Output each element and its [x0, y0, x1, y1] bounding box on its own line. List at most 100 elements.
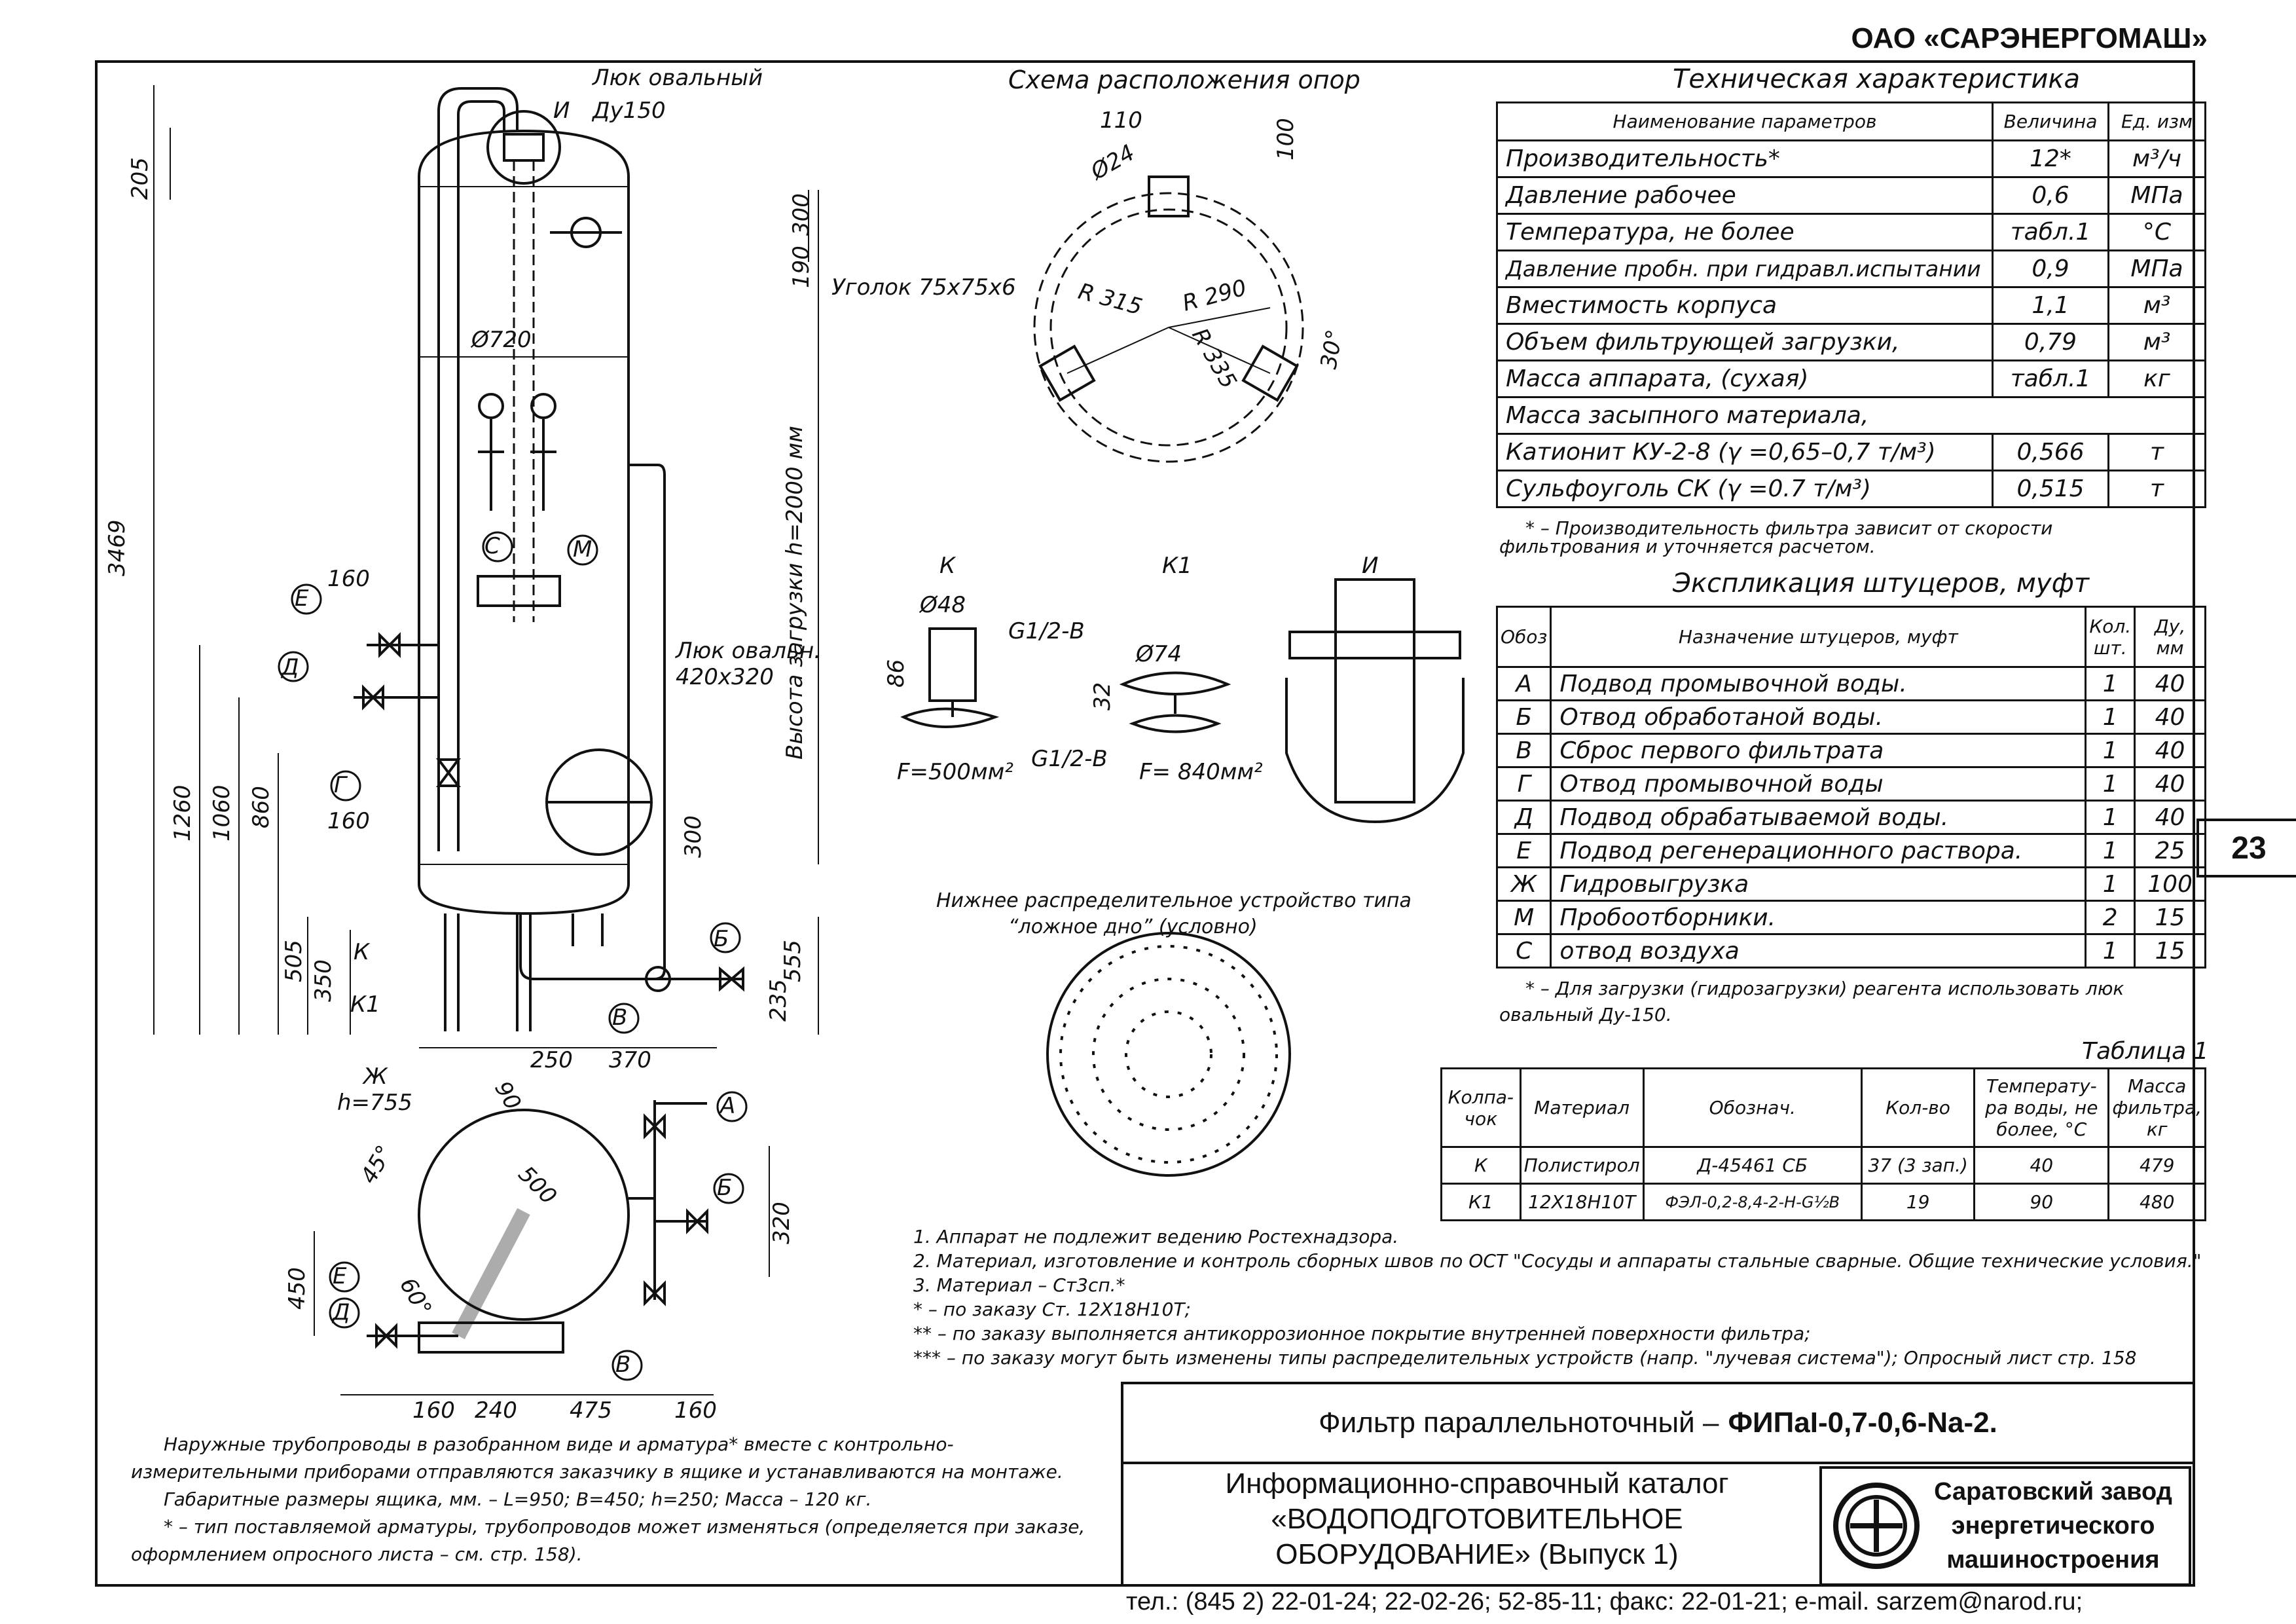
table1-cell: 19	[1860, 1183, 1976, 1221]
nozzle-qty: 1	[2085, 699, 2136, 735]
dim-d720: Ø720	[470, 327, 532, 353]
nozzle-purpose: отвод воздуха	[1550, 933, 2087, 969]
tech-spec-cell: °С	[2107, 213, 2206, 251]
dim-500: 500	[513, 1161, 562, 1209]
dim-R315: R 315	[1076, 278, 1145, 320]
nozzle-dn: 40	[2134, 733, 2206, 768]
nozzle-code: Г	[1495, 766, 1552, 802]
tech-spec-cell: Масса аппарата, (сухая)	[1496, 360, 1994, 398]
nozzle-purpose: Пробоотборники.	[1550, 900, 2087, 935]
delivery-note-line: измерительными приборами отправляются за…	[131, 1461, 1063, 1483]
tech-spec-cell: 0,79	[1992, 323, 2109, 361]
table1-cell: ФЭЛ-0,2-8,4-2-Н-G½В	[1642, 1183, 1863, 1221]
nozzle-qty: 1	[2085, 800, 2136, 835]
plant-line: машиностроения	[1946, 1546, 2160, 1574]
plant-line: Саратовский завод	[1934, 1478, 2172, 1505]
mark-E2: Е	[333, 1263, 347, 1289]
nozzle-qty: 2	[2085, 900, 2136, 935]
catalog-line: ОБОРУДОВАНИЕ» (Выпуск 1)	[1275, 1538, 1679, 1570]
dim-160d: 160	[674, 1397, 717, 1424]
nozzles-footnote-2: овальный Ду-150.	[1499, 1004, 1672, 1025]
dim-60deg: 60°	[394, 1274, 437, 1321]
dim-160a: 160	[327, 566, 370, 592]
nozzle-dn: 40	[2134, 766, 2206, 802]
table1-header: Колпа- чок	[1440, 1067, 1522, 1148]
dim-205: 205	[127, 157, 153, 200]
dim-32: 32	[1089, 682, 1116, 710]
mark-K1: К1	[350, 991, 380, 1018]
angle-label: Уголок 75x75x6	[831, 274, 1016, 301]
tech-spec-cell: 12*	[1992, 139, 2109, 178]
dim-450: 450	[284, 1267, 310, 1310]
nozzles-header: Кол. шт.	[2085, 606, 2136, 668]
nozzle-qty: 1	[2085, 766, 2136, 802]
nozzle-code: Д	[1495, 800, 1552, 835]
tech-spec-cell: 1,1	[1992, 286, 2109, 325]
nozzles-header: Обоз	[1495, 606, 1552, 668]
nozzle-code: Е	[1495, 833, 1552, 868]
mark-V2: В	[615, 1352, 630, 1378]
table1-cell: Д-45461 СБ	[1642, 1146, 1863, 1185]
dim-160c: 160	[412, 1397, 455, 1424]
mark-M: М	[573, 536, 592, 563]
nozzles-footnote-1: * – Для загрузки (гидрозагрузки) реагент…	[1525, 978, 2124, 999]
note-line: 1. Аппарат не подлежит ведению Ростехнад…	[913, 1226, 1399, 1247]
dim-370: 370	[609, 1047, 651, 1073]
nozzle-code: Ж	[1495, 866, 1552, 902]
table1-header: Кол-во	[1860, 1067, 1976, 1148]
nozzle-dn: 25	[2134, 833, 2206, 868]
thread-a: G1/2-В	[1008, 618, 1085, 644]
delivery-note-line: Габаритные размеры ящика, мм. – L=950; В…	[164, 1488, 872, 1510]
mark-B2: Б	[717, 1175, 732, 1201]
nozzle-qty: 1	[2085, 833, 2136, 868]
note-line: * – по заказу Ст. 12Х18Н10Т;	[913, 1299, 1191, 1320]
catalog-line: «ВОДОПОДГОТОВИТЕЛЬНОЕ	[1271, 1503, 1683, 1535]
note-line: 2. Материал, изготовление и контроль сбо…	[913, 1250, 2202, 1272]
lower-device-1: Нижнее распределительное устройство типа	[936, 889, 1412, 912]
tech-spec-cell: табл.1	[1992, 213, 2109, 251]
nozzle-qty: 1	[2085, 866, 2136, 902]
tech-spec-footnote-2: фильтрования и уточняется расчетом.	[1499, 536, 1876, 557]
nozzle-code: М	[1495, 900, 1552, 935]
label-hatch-oval: Люк овальный	[591, 65, 763, 91]
delivery-note-line: * – тип поставляемой арматуры, трубопров…	[164, 1516, 1085, 1538]
tech-spec-cell: Производительность*	[1496, 139, 1994, 178]
nozzle-dn: 15	[2134, 900, 2206, 935]
dim-30deg: 30°	[1315, 327, 1348, 371]
nozzle-purpose: Отвод промывочной воды	[1550, 766, 2087, 802]
table1-cell: 37 (3 зап.)	[1860, 1146, 1976, 1185]
tech-spec-cell: Сульфоуголь СК (γ =0.7 т/м³)	[1496, 470, 1994, 508]
lower-device-2: “ложное дно” (условно)	[1008, 915, 1258, 938]
h755: h=755	[337, 1090, 412, 1116]
nozzle-purpose: Сброс первого фильтрата	[1550, 733, 2087, 768]
load-height: Высота загрузки h=2000 мм	[782, 426, 808, 760]
tech-spec-cell: МПа	[2107, 176, 2206, 215]
table1-header: Температу- ра воды, не более, °С	[1973, 1067, 2110, 1148]
nozzles-header: Назначение штуцеров, муфт	[1550, 606, 2087, 668]
nozzle-dn: 100	[2134, 866, 2206, 902]
table1-caption: Таблица 1	[2082, 1038, 2209, 1065]
product-title: Фильтр параллельноточный – ФИПаI-0,7-0,6…	[1123, 1384, 2193, 1464]
table1-header: Обознач.	[1642, 1067, 1863, 1148]
nozzle-qty: 1	[2085, 666, 2136, 701]
dim-45deg: 45°	[355, 1141, 398, 1188]
general-notes: 1. Аппарат не подлежит ведению Ростехнад…	[913, 1225, 2202, 1370]
view-K1: К1	[1162, 553, 1192, 579]
nozzles-footnote: * – Для загрузки (гидрозагрузки) реагент…	[1499, 976, 2124, 1028]
nozzle-qty: 1	[2085, 733, 2136, 768]
product-code: ФИПаI-0,7-0,6-Na-2.	[1728, 1407, 1997, 1439]
tech-spec-material-header: Масса засыпного материала,	[1496, 396, 2206, 435]
dim-110: 110	[1100, 107, 1142, 134]
tech-spec-cell: м³	[2107, 286, 2206, 325]
delivery-notes: Наружные трубопроводы в разобранном виде…	[131, 1431, 1085, 1568]
table1-header: Материал	[1519, 1067, 1645, 1148]
nozzle-purpose: Подвод промывочной воды.	[1550, 666, 2087, 701]
dim-160b: 160	[327, 808, 370, 834]
nozzle-purpose: Отвод обработаной воды.	[1550, 699, 2087, 735]
tech-spec-cell: м³	[2107, 323, 2206, 361]
dim-300b: 300	[680, 815, 706, 858]
dim-350: 350	[310, 959, 337, 1002]
dim-860: 860	[248, 786, 274, 828]
dim-86: 86	[883, 659, 909, 688]
table1-header: Масса фильтра, кг	[2107, 1067, 2206, 1148]
